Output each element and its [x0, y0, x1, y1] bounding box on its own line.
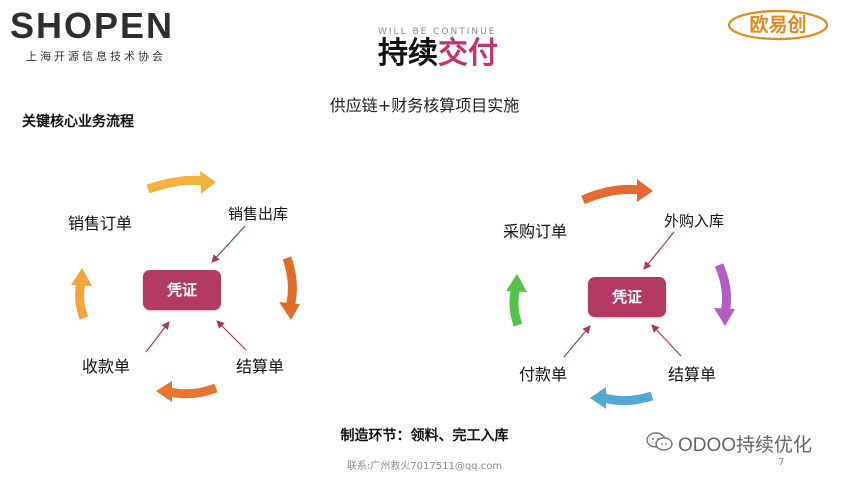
page-number: 7	[778, 457, 785, 468]
sales-cycle-arrow-left	[71, 268, 92, 320]
page-subtitle: 供应链+财务核算项目实施	[329, 96, 520, 115]
sales-cycle-arrow-right	[279, 256, 300, 320]
purchase-cycle-arrow-top	[581, 179, 653, 205]
sales-connector-top	[211, 225, 246, 263]
purchase-cycle-arrow-right	[714, 263, 735, 326]
sales-connector-bottom-left	[145, 321, 170, 353]
logo-wordmark: SHOPEN	[10, 5, 175, 46]
manufacturing-note: 制造环节：领料、完工入库	[340, 428, 509, 444]
sales-settlement-node: 结算单	[236, 357, 285, 376]
title-part-2: 交付	[438, 36, 498, 71]
brand-badge-outline	[727, 9, 829, 41]
purchase-cycle-arrow-left	[506, 274, 527, 327]
brand-label: 欧易创	[749, 14, 807, 36]
purchase-connector-bottom-right	[651, 324, 682, 357]
logo-subtitle: 上海开源信息技术协会	[26, 50, 166, 63]
purchase-connector-bottom-left	[563, 325, 591, 358]
purchase-order-node: 采购订单	[503, 222, 568, 241]
sales-cycle-arrow-top	[146, 171, 216, 194]
purchase-voucher-node: 凭证	[588, 277, 666, 317]
title-tagline: WILL BE CONTINUE	[378, 27, 497, 37]
purchase-inbound-node: 外购入库	[664, 212, 725, 230]
sales-outbound-node: 销售出库	[228, 205, 289, 223]
purchase-payment-node: 付款单	[519, 365, 568, 384]
purchase-cycle-arrow-bottom	[590, 387, 654, 409]
sales-voucher-node: 凭证	[143, 270, 221, 310]
sales-connector-bottom-right	[216, 320, 247, 351]
contact-info: 联系:广州救火7017511@qq.com	[346, 461, 503, 472]
section-label: 关键核心业务流程	[22, 114, 134, 130]
watermark-text: ODOO持续优化	[678, 435, 813, 456]
purchase-settlement-node: 结算单	[668, 365, 717, 384]
page-title: 持续交付	[378, 34, 498, 74]
sales-order-node: 销售订单	[68, 214, 133, 233]
sales-cycle-arrow-bottom	[156, 381, 218, 402]
sales-receipt-node: 收款单	[82, 357, 131, 376]
title-part-1: 持续	[378, 36, 438, 71]
wechat-icon	[646, 432, 673, 451]
purchase-connector-top	[643, 231, 675, 270]
